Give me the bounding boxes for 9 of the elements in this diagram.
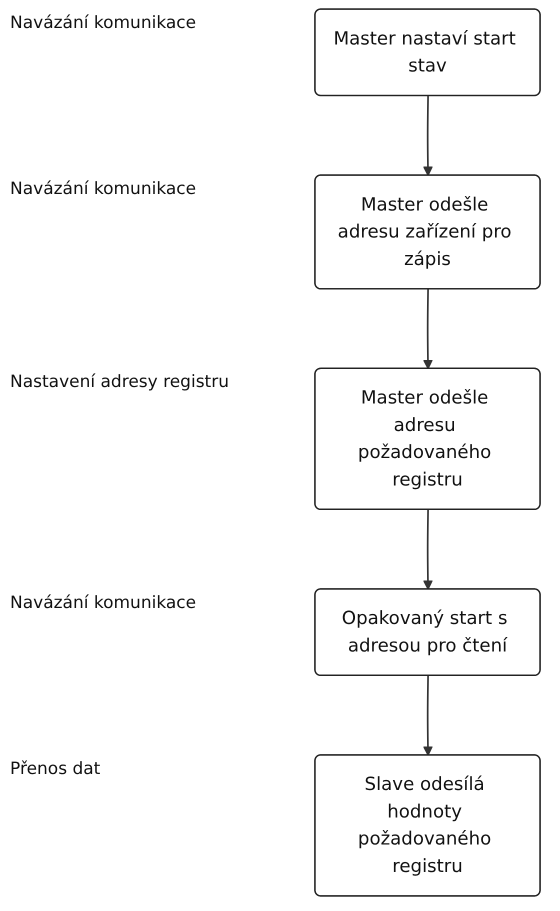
arrow bbox=[422, 289, 433, 370]
arrow bbox=[422, 96, 433, 176]
arrow bbox=[422, 676, 433, 756]
phase-label: Navázání komunikace bbox=[10, 179, 198, 200]
phase-label: Nastavení adresy registru bbox=[10, 372, 230, 392]
arrow bbox=[422, 510, 433, 590]
phase-label: Přenos dat bbox=[10, 758, 102, 779]
phase-label: Navázání komunikace bbox=[10, 592, 198, 613]
phase-label: Navázání komunikace bbox=[10, 13, 198, 34]
